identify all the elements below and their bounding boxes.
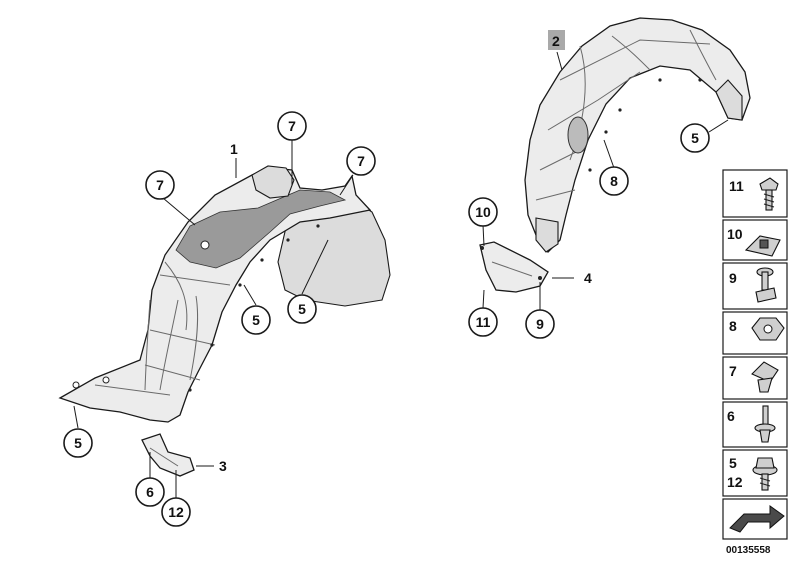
flange-screw-icon: [752, 457, 778, 491]
callout-12: 12: [161, 497, 191, 527]
callout-11: 11: [468, 307, 498, 337]
svg-text:12: 12: [727, 474, 743, 490]
svg-text:9: 9: [536, 316, 544, 332]
label-part-2: 2: [552, 33, 560, 49]
direction-arrow-icon: [729, 505, 785, 533]
callout-9: 9: [525, 309, 555, 339]
callout-7-left: 7: [145, 170, 175, 200]
wheel-arch-liner-front: [58, 165, 391, 423]
svg-text:5: 5: [691, 130, 699, 146]
svg-text:5: 5: [729, 455, 737, 471]
label-part-3: 3: [219, 458, 227, 474]
svg-text:11: 11: [729, 178, 744, 194]
svg-text:6: 6: [727, 408, 735, 424]
legend-row-arrow: [722, 498, 788, 540]
legend-row-8: 8: [722, 311, 788, 355]
expanding-clip-icon: [751, 361, 779, 393]
svg-text:8: 8: [610, 173, 618, 189]
callout-7-right: 7: [346, 146, 376, 176]
svg-text:5: 5: [298, 301, 306, 317]
screw-icon: [759, 177, 779, 211]
hardware-legend: 11 10 9: [722, 169, 788, 556]
svg-text:8: 8: [729, 318, 737, 334]
bracket-part-3: [141, 433, 195, 477]
label-part-2-highlight: [548, 30, 565, 50]
callout-6: 6: [135, 477, 165, 507]
legend-row-9: 9: [722, 262, 788, 310]
cover-plate-part-4: [479, 241, 549, 293]
svg-text:7: 7: [288, 118, 296, 134]
svg-text:11: 11: [476, 314, 491, 330]
legend-row-5-12: 5 12: [722, 449, 788, 497]
svg-text:10: 10: [475, 204, 491, 220]
clip-nut-icon: [744, 235, 781, 257]
svg-text:5: 5: [252, 312, 260, 328]
hex-nut-icon: [751, 317, 785, 341]
callout-5-right: 5: [680, 123, 710, 153]
svg-text:7: 7: [729, 363, 737, 379]
callout-7-top: 7: [277, 111, 307, 141]
callout-5-bottom-left: 5: [63, 428, 93, 458]
legend-row-6: 6: [722, 401, 788, 448]
push-rivet-icon: [754, 405, 776, 443]
legend-row-10: 10: [722, 219, 788, 261]
label-part-4: 4: [584, 270, 592, 286]
label-part-1: 1: [230, 141, 238, 157]
svg-text:10: 10: [727, 226, 743, 242]
svg-text:7: 7: [357, 153, 365, 169]
svg-text:5: 5: [74, 435, 82, 451]
callout-5-mid-left: 5: [241, 305, 271, 335]
wheel-arch-liner-rear: [524, 17, 751, 253]
document-number: 00135558: [726, 545, 771, 556]
bolt-icon: [755, 267, 777, 303]
legend-row-7: 7: [722, 356, 788, 400]
callout-10: 10: [468, 197, 498, 227]
callout-5-mid-right: 5: [287, 294, 317, 324]
callouts: 1 7 7 7 5 5 5 6 12: [63, 30, 710, 527]
svg-text:9: 9: [729, 270, 737, 286]
legend-row-11: 11: [722, 169, 788, 218]
svg-text:7: 7: [156, 177, 164, 193]
leader-lines: [73, 51, 729, 498]
svg-text:12: 12: [168, 504, 184, 520]
callout-8: 8: [599, 166, 629, 196]
svg-text:6: 6: [146, 484, 154, 500]
